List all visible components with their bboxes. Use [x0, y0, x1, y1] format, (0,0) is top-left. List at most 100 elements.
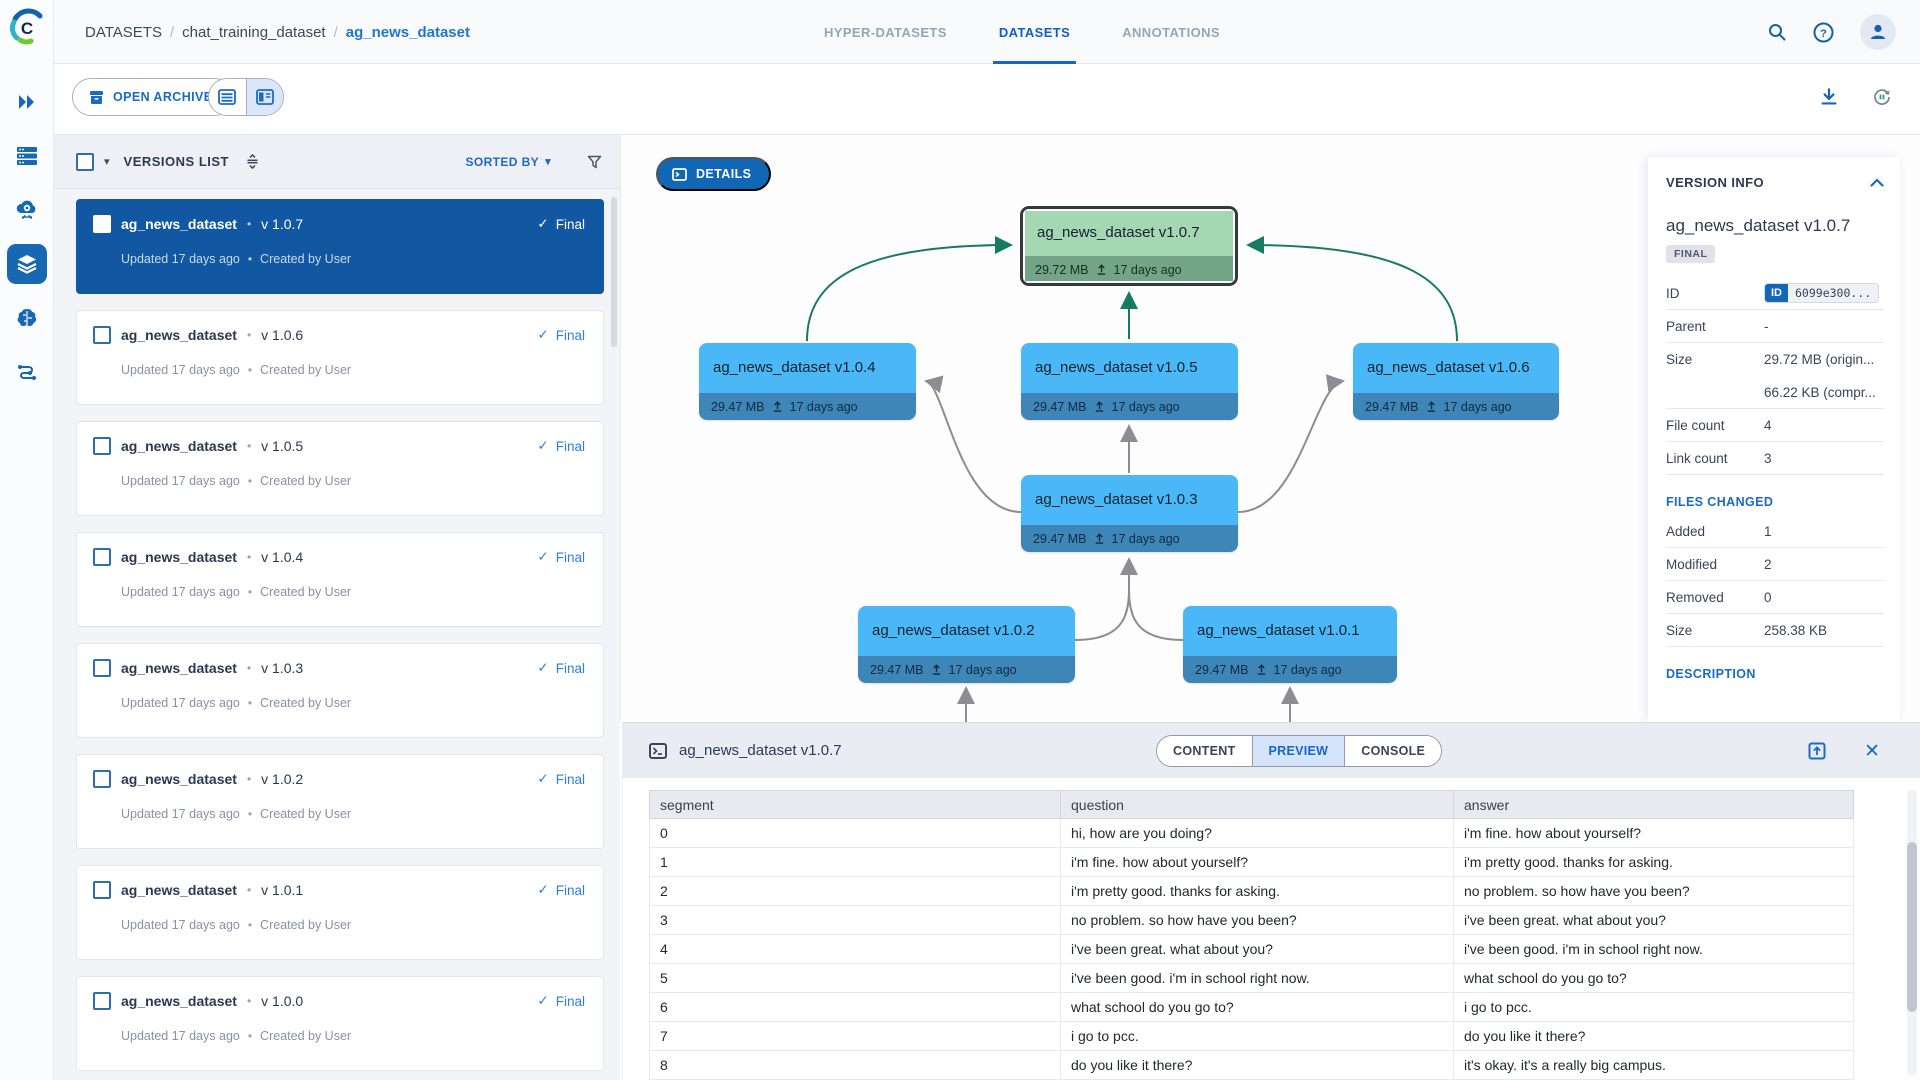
datasets-icon[interactable]	[7, 244, 47, 284]
version-number: v 1.0.1	[261, 882, 304, 898]
details-button[interactable]: DETAILS	[656, 157, 772, 191]
id-chip[interactable]: ID 6099e300...	[1764, 283, 1880, 303]
version-checkbox[interactable]	[93, 992, 111, 1010]
info-row-modified: Modified 2	[1666, 548, 1884, 581]
graph-node-v1-0-1[interactable]: ag_news_dataset v1.0.1 29.47 MB 17 days …	[1183, 606, 1397, 683]
open-archive-button[interactable]: OPEN ARCHIVE	[72, 78, 234, 116]
collapse-panel-icon[interactable]	[1870, 178, 1884, 187]
table-scrollbar-thumb[interactable]	[1907, 842, 1917, 1012]
breadcrumb-project[interactable]: chat_training_dataset	[182, 23, 326, 41]
version-card[interactable]: ag_news_dataset • v 1.0.3 ✓Final Updated…	[76, 643, 604, 738]
version-checkbox[interactable]	[93, 437, 111, 455]
version-meta: Updated 17 days ago•Created by User	[121, 585, 352, 599]
version-meta: Updated 17 days ago•Created by User	[121, 918, 352, 932]
filter-funnel-icon[interactable]	[587, 155, 602, 169]
node-title: ag_news_dataset v1.0.6	[1353, 343, 1559, 393]
graph-node-v1-0-7[interactable]: ag_news_dataset v1.0.7 29.72 MB 17 days …	[1020, 206, 1238, 286]
user-avatar[interactable]	[1860, 14, 1896, 50]
download-icon[interactable]	[1820, 88, 1838, 106]
version-card[interactable]: ag_news_dataset • v 1.0.6 ✓Final Updated…	[76, 310, 604, 405]
upload-icon	[1256, 664, 1267, 675]
collapse-all-icon[interactable]	[245, 154, 260, 169]
expand-panel-icon[interactable]	[1808, 742, 1826, 760]
versions-header: ▾ VERSIONS LIST SORTED BY ▾	[54, 135, 620, 189]
select-all-caret-icon[interactable]: ▾	[104, 156, 110, 168]
version-number: v 1.0.6	[261, 327, 304, 343]
node-title: ag_news_dataset v1.0.5	[1021, 343, 1238, 393]
version-card[interactable]: ag_news_dataset • v 1.0.2 ✓Final Updated…	[76, 754, 604, 849]
node-age: 17 days ago	[948, 662, 1017, 677]
breadcrumb-root[interactable]: DATASETS	[85, 23, 162, 41]
tab-content[interactable]: CONTENT	[1157, 736, 1252, 766]
upload-icon	[931, 664, 942, 675]
upload-icon	[1096, 264, 1107, 275]
node-title: ag_news_dataset v1.0.2	[858, 606, 1075, 656]
select-all-checkbox[interactable]	[76, 152, 94, 171]
tab-console[interactable]: CONSOLE	[1344, 736, 1442, 766]
version-card[interactable]: ag_news_dataset • v 1.0.4 ✓Final Updated…	[76, 532, 604, 627]
tab-hyper-datasets[interactable]: HYPER-DATASETS	[824, 24, 947, 40]
view-toggle	[208, 78, 284, 116]
version-number: v 1.0.0	[261, 993, 304, 1009]
info-row-removed: Removed 0	[1666, 581, 1884, 614]
status-badge: ✓Final	[537, 549, 585, 565]
version-card[interactable]: ag_news_dataset • v 1.0.0 ✓Final Updated…	[76, 976, 604, 1071]
version-name: ag_news_dataset	[121, 216, 237, 232]
column-segment[interactable]: segment	[649, 790, 1061, 819]
status-badge: ✓Final	[537, 771, 585, 787]
version-card[interactable]: ag_news_dataset • v 1.0.5 ✓Final Updated…	[76, 421, 604, 516]
column-answer[interactable]: answer	[1453, 790, 1854, 819]
projects-icon[interactable]	[5, 134, 49, 178]
cell-answer: no problem. so how have you been?	[1453, 876, 1854, 906]
cell-question: what school do you go to?	[1060, 992, 1454, 1022]
console-icon	[649, 742, 667, 759]
clearml-logo[interactable]: C	[7, 7, 47, 47]
version-checkbox[interactable]	[93, 770, 111, 788]
graph-node-v1-0-4[interactable]: ag_news_dataset v1.0.4 29.47 MB 17 days …	[699, 343, 916, 420]
hyper-datasets-icon[interactable]	[5, 188, 49, 232]
sorted-by-dropdown[interactable]: SORTED BY ▾	[465, 155, 551, 169]
table-view-icon[interactable]	[209, 79, 246, 115]
graph-edge	[924, 375, 1022, 513]
graph-node-v1-0-2[interactable]: ag_news_dataset v1.0.2 29.47 MB 17 days …	[858, 606, 1075, 683]
version-graph-panel: DETAILS ag_news_dataset v1.0.7 29.72 MB …	[620, 135, 1920, 722]
version-checkbox[interactable]	[93, 215, 111, 233]
version-checkbox[interactable]	[93, 326, 111, 344]
graph-edge	[1074, 589, 1130, 641]
search-icon[interactable]	[1767, 22, 1787, 42]
cell-segment: 3	[649, 905, 1061, 935]
version-card[interactable]: ag_news_dataset • v 1.0.1 ✓Final Updated…	[76, 865, 604, 960]
node-size: 29.47 MB	[711, 399, 765, 414]
check-icon: ✓	[537, 660, 549, 675]
version-info-name: ag_news_dataset v1.0.7	[1666, 216, 1851, 235]
node-title: ag_news_dataset v1.0.4	[699, 343, 916, 393]
column-question[interactable]: question	[1060, 790, 1454, 819]
version-info-panel: VERSION INFO ag_news_dataset v1.0.7 FINA…	[1648, 157, 1900, 722]
version-checkbox[interactable]	[93, 659, 111, 677]
split-view-icon[interactable]	[245, 79, 283, 115]
models-icon[interactable]	[5, 296, 49, 340]
graph-node-v1-0-5[interactable]: ag_news_dataset v1.0.5 29.47 MB 17 days …	[1021, 343, 1238, 420]
tab-annotations[interactable]: ANNOTATIONS	[1122, 24, 1221, 40]
tab-preview[interactable]: PREVIEW	[1251, 736, 1345, 766]
info-row-id: ID ID 6099e300...	[1666, 277, 1884, 310]
preview-panel: ag_news_dataset v1.0.7 CONTENT PREVIEW C…	[622, 722, 1920, 1080]
upload-icon	[1426, 401, 1437, 412]
version-checkbox[interactable]	[93, 881, 111, 899]
graph-node-v1-0-6[interactable]: ag_news_dataset v1.0.6 29.47 MB 17 days …	[1353, 343, 1559, 420]
tab-datasets[interactable]: DATASETS	[992, 0, 1077, 64]
version-checkbox[interactable]	[93, 548, 111, 566]
graph-node-v1-0-3[interactable]: ag_news_dataset v1.0.3 29.47 MB 17 days …	[1021, 475, 1238, 552]
close-icon[interactable]: ✕	[1864, 740, 1880, 762]
version-card[interactable]: ag_news_dataset • v 1.0.7 ✓Final Updated…	[76, 199, 604, 294]
versions-scrollbar[interactable]	[611, 197, 617, 347]
dot-separator: •	[246, 328, 252, 342]
help-icon[interactable]: ?	[1813, 22, 1834, 43]
pipelines-icon[interactable]	[5, 350, 49, 394]
versions-list-title: VERSIONS LIST	[123, 154, 229, 169]
version-meta: Updated 17 days ago•Created by User	[121, 1029, 352, 1043]
cell-answer: it's okay. it's a really big campus.	[1453, 1050, 1854, 1080]
expand-sidebar-icon[interactable]	[5, 80, 49, 124]
auto-refresh-icon[interactable]	[1872, 87, 1892, 107]
breadcrumb-current[interactable]: ag_news_dataset	[345, 23, 470, 41]
